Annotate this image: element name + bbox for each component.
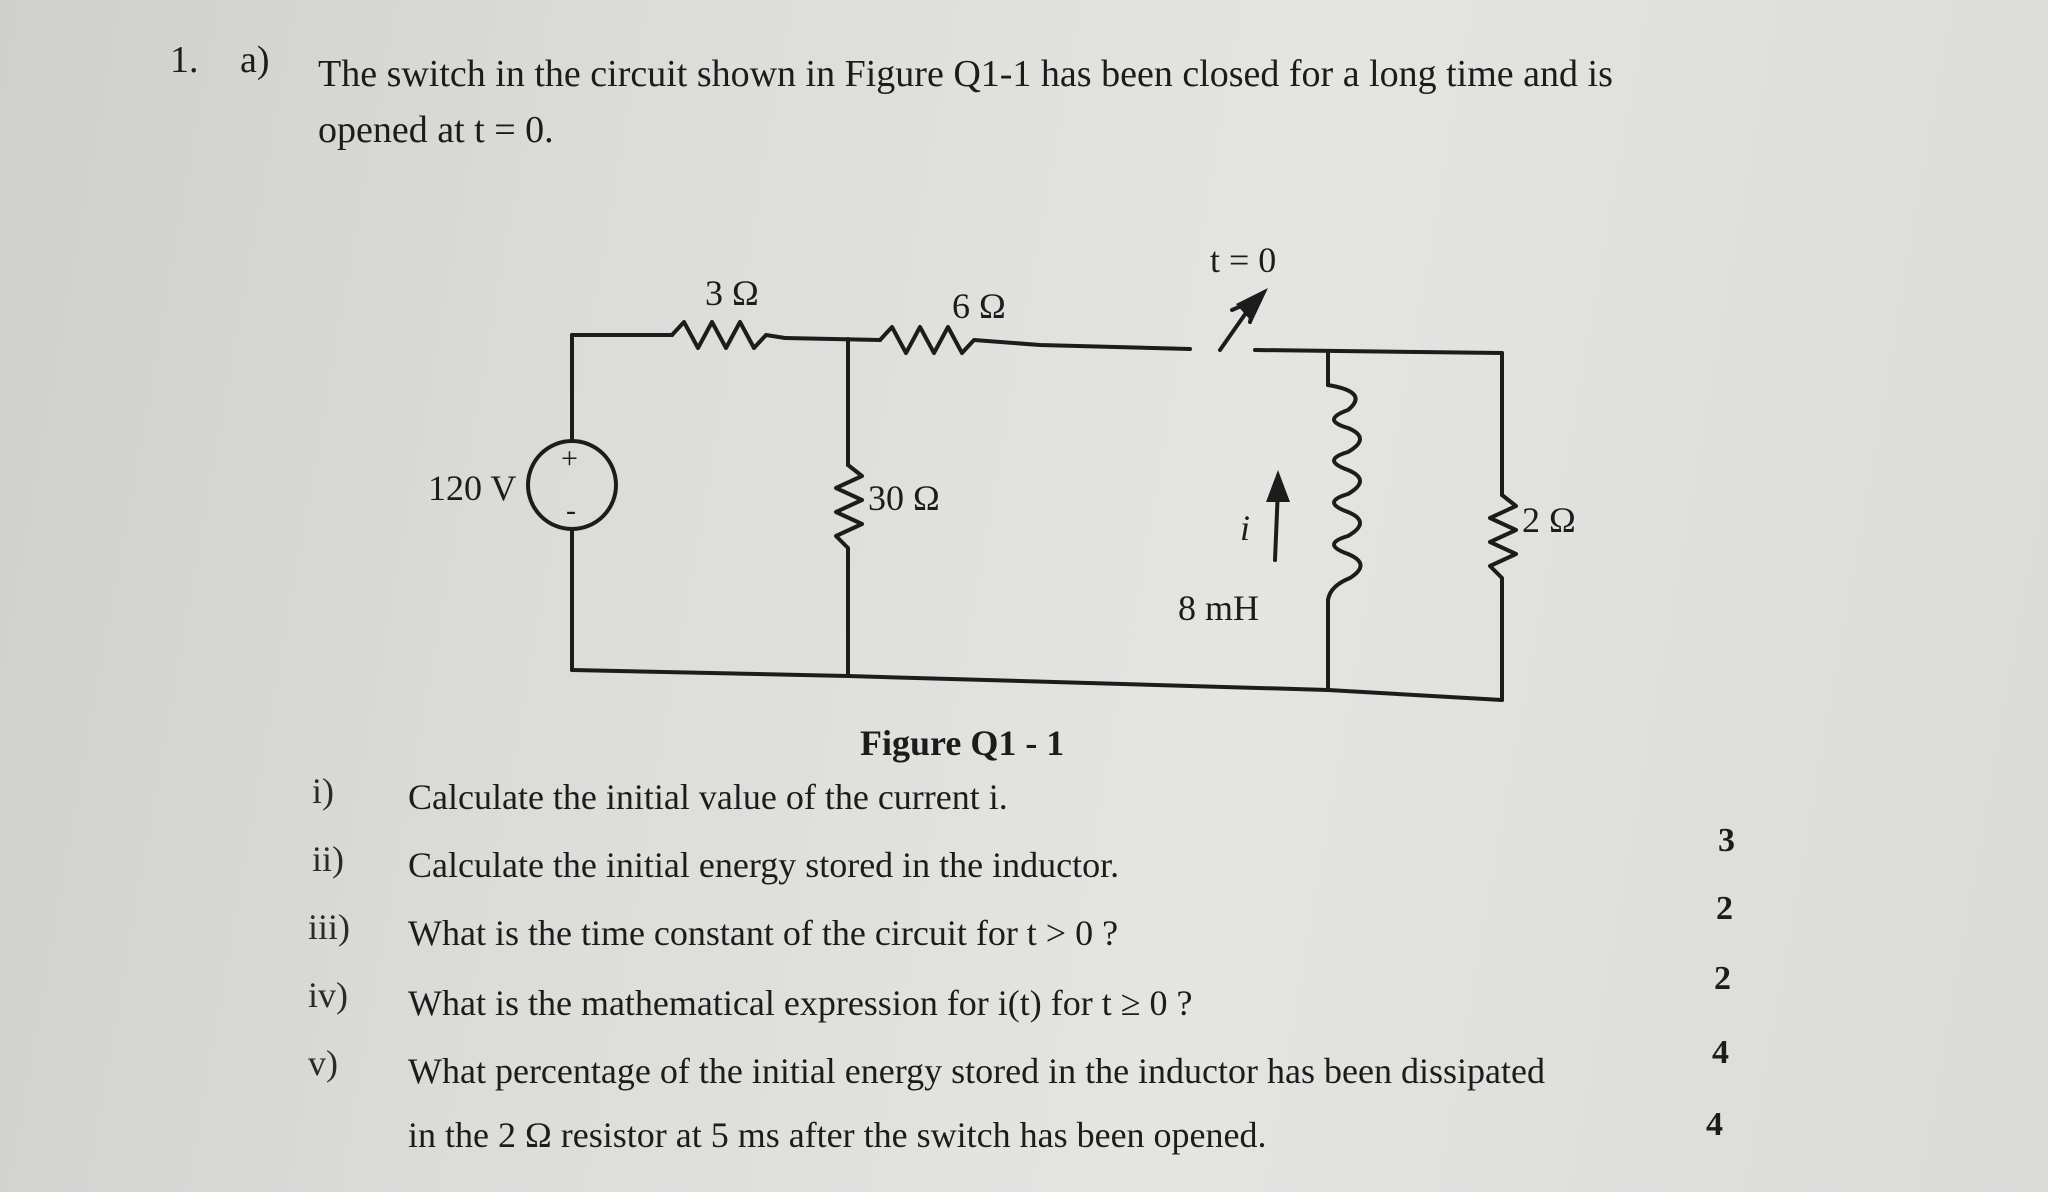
subquestion-numeral: iv) (308, 975, 348, 1015)
subquestion-numeral: iii) (308, 907, 350, 947)
current-label: i (1240, 508, 1250, 548)
subquestion-marks: 4 (1712, 1034, 1729, 1071)
subquestion-text-line2: in the 2 Ω resistor at 5 ms after the sw… (408, 1115, 1267, 1155)
subquestion-marks: 2 (1714, 960, 1731, 997)
resistor-3-ohm-symbol (670, 320, 787, 350)
subquestion-text: What percentage of the initial energy st… (408, 1051, 1545, 1091)
source-label: 120 V (428, 468, 516, 508)
subquestion-marks: 2 (1716, 890, 1733, 927)
source-minus-label: - (566, 494, 576, 527)
resistor-6-ohm-label: 6 Ω (952, 286, 1006, 326)
switch-arrowhead (1236, 288, 1268, 322)
subquestion-numeral: v) (308, 1043, 338, 1083)
resistor-30-ohm-symbol (834, 463, 864, 678)
resistor-2-ohm-symbol (1488, 493, 1518, 702)
figure-caption: Figure Q1 - 1 (860, 723, 1065, 763)
resistor-6-ohm-symbol (878, 325, 1192, 355)
subquestion-text: What is the mathematical expression for … (408, 983, 1193, 1023)
resistor-3-ohm-label: 3 Ω (705, 273, 759, 313)
current-arrow-head (1266, 470, 1290, 502)
subquestion-text: Calculate the initial energy stored in t… (408, 845, 1120, 885)
voltage-source-symbol (526, 439, 618, 531)
wire-top-mid (783, 336, 882, 342)
inductor-label: 8 mH (1178, 588, 1259, 628)
wire-switch-right (1253, 348, 1504, 355)
switch-label: t = 0 (1210, 240, 1276, 280)
subquestion-numeral: ii) (312, 839, 344, 879)
question-intro-line1: The switch in the circuit shown in Figur… (318, 53, 1613, 95)
question-number: 1. (170, 39, 199, 81)
subquestion-marks: 3 (1718, 822, 1735, 859)
resistor-30-ohm-label: 30 Ω (868, 478, 940, 518)
source-plus-label: + (561, 442, 578, 475)
resistor-2-ohm-label: 2 Ω (1522, 500, 1576, 540)
inductor-symbol (1326, 383, 1363, 602)
subquestion-numeral: i) (312, 771, 334, 811)
subquestion-marks: 4 (1706, 1106, 1723, 1143)
subquestion-text: What is the time constant of the circuit… (408, 913, 1119, 953)
wire-bottom (570, 668, 1504, 702)
question-intro-line2: opened at t = 0. (318, 109, 554, 151)
question-part: a) (240, 39, 270, 81)
subquestion-text: Calculate the initial value of the curre… (408, 777, 1008, 817)
